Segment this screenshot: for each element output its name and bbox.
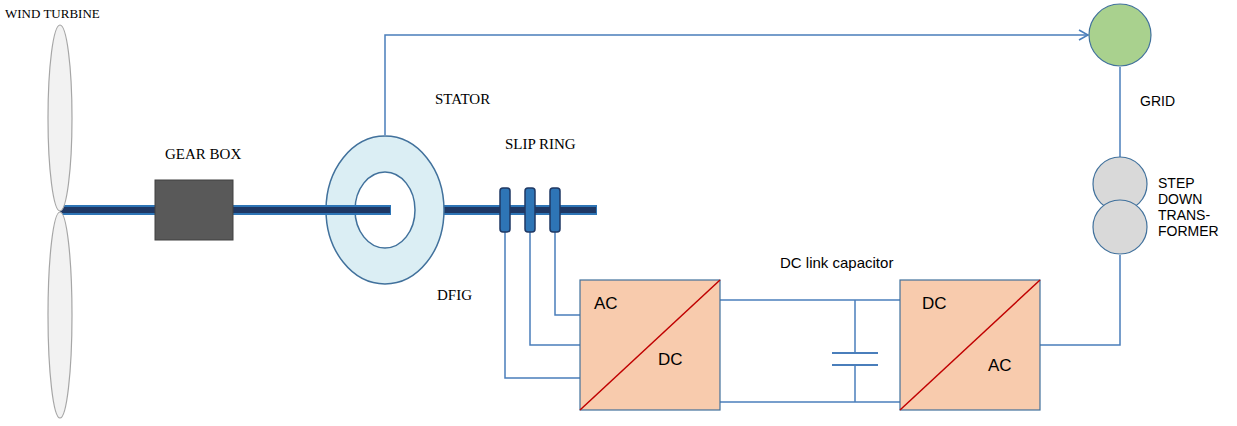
gear-box-body: [155, 180, 233, 240]
stator-label: STATOR: [435, 91, 490, 108]
turbine-shaft-core: [60, 207, 156, 213]
rotor-wire: [505, 232, 580, 378]
slip-ring-label: SLIP RING: [505, 136, 576, 153]
power-line: [1040, 255, 1120, 345]
power-line: [1119, 67, 1121, 157]
rotor-shaft-core: [324, 207, 390, 213]
rectifier-box: AC DC: [580, 280, 720, 410]
grid-circle: [1089, 4, 1151, 66]
connector: [1120, 67, 1121, 157]
connector: [385, 35, 1088, 135]
grid-shape: [1088, 3, 1152, 67]
inverter-box-shape: [900, 280, 1040, 410]
dc-bus: [720, 401, 900, 403]
transformer-label: STEP DOWN TRANS- FORMER: [1158, 175, 1224, 239]
dfig-label: DFIG: [437, 287, 472, 304]
shaft-core: [497, 207, 596, 213]
turbine-label: WIND TURBINE: [5, 6, 100, 22]
step-down-transformer: STEP DOWN TRANS- FORMER: [1092, 157, 1148, 255]
turbine-blade: [48, 25, 72, 211]
grid-label: GRID: [1140, 93, 1175, 109]
shaft-core: [232, 207, 326, 213]
converter-body: [580, 280, 720, 410]
gear-box-label: GEAR BOX: [165, 146, 241, 163]
connector: [720, 300, 900, 402]
slip-ring: SLIP RING: [497, 188, 597, 232]
capacitor-plate: [832, 352, 878, 354]
slip-ring-shape: [497, 188, 597, 232]
dc-bus: [720, 299, 900, 301]
ring: [500, 188, 510, 232]
dc-label: DC: [922, 294, 947, 314]
grid: GRID: [1088, 3, 1152, 67]
connector: [505, 232, 580, 378]
winding: [1093, 200, 1147, 254]
dfig-machine-shape: [325, 135, 445, 285]
power-line: [385, 35, 1088, 135]
shaft-core: [444, 207, 498, 213]
rotor-wire: [555, 232, 580, 315]
capacitor-label: DC link capacitor: [780, 254, 893, 271]
connector: [1040, 255, 1120, 345]
rotor-shaft: [324, 205, 391, 215]
gear-box: GEAR BOX: [155, 180, 233, 240]
ring: [525, 188, 535, 232]
ac-label: AC: [594, 294, 618, 314]
inverter-box: DC AC: [900, 280, 1040, 410]
converter-diagonal: [900, 280, 1040, 410]
dfig-machine: STATORDFIG: [325, 135, 445, 285]
converter-diagonal: [580, 280, 720, 410]
ac-label: AC: [988, 356, 1012, 376]
turbine-blade: [48, 212, 72, 418]
connector: [444, 210, 498, 211]
turbine-shaft: [60, 205, 156, 215]
converter-body: [900, 280, 1040, 410]
ring: [550, 188, 560, 232]
step-down-transformer-shape: [1092, 157, 1148, 255]
shaft: [497, 205, 597, 215]
capacitor-lead: [854, 300, 856, 353]
connector: [232, 210, 326, 211]
rotor-wire: [530, 232, 580, 345]
shaft: [444, 205, 498, 215]
dc-label: DC: [658, 350, 683, 370]
capacitor-lead: [854, 365, 856, 402]
gear-box-shape: [155, 180, 233, 240]
shaft: [232, 205, 326, 215]
